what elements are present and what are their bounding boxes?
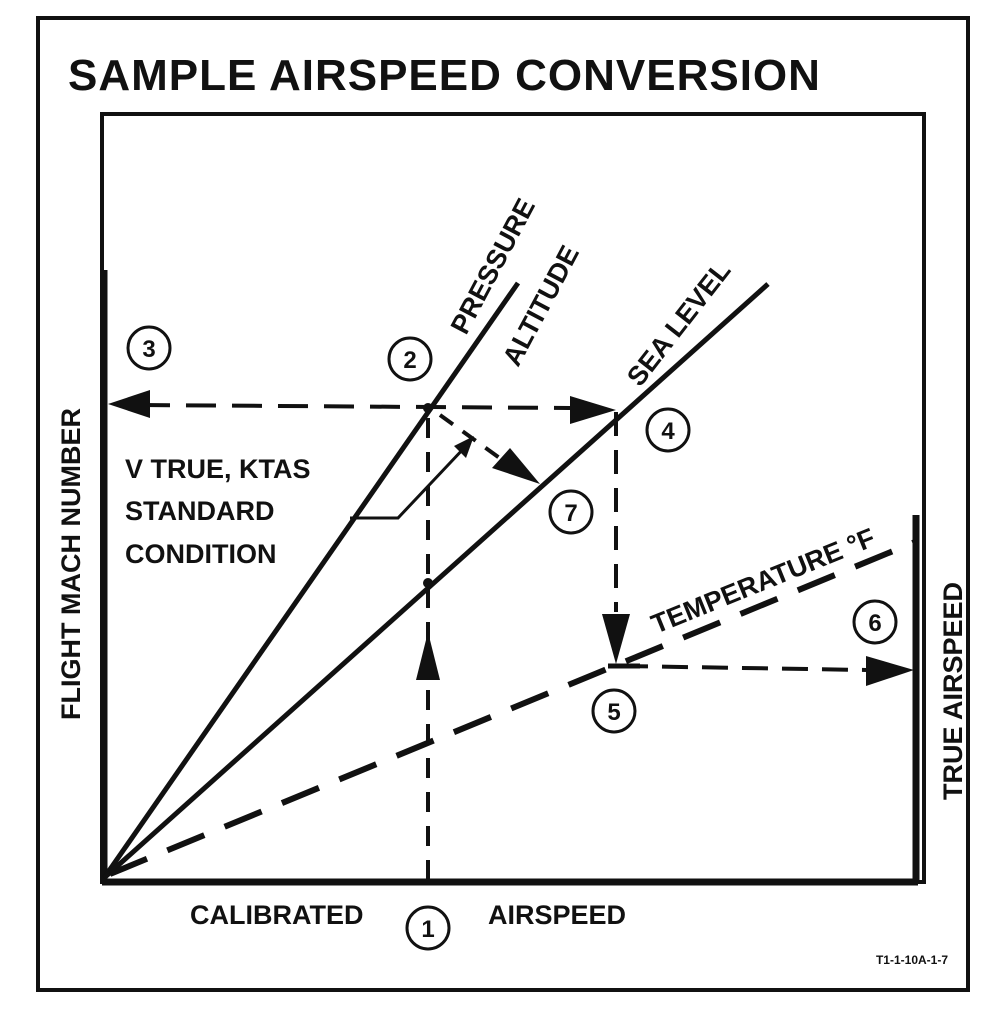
callout-line-1: V TRUE, KTAS [125,454,311,484]
step-marker-1: 1 [405,905,451,951]
arrow-left-mach [108,390,150,418]
sea-level-label: SEA LEVEL [621,256,736,392]
step-number-6: 6 [868,610,881,637]
arrow-right-sealevel [570,396,616,424]
figure-reference: T1-1-10A-1-7 [876,953,948,967]
step-marker-7: 7 [548,489,594,535]
temperature-label: TEMPERATURE °F [647,522,879,639]
callout-arrowhead [454,436,474,458]
callout-line-2: STANDARD [125,496,275,526]
sea-level-intersection [423,578,433,588]
outer-frame [36,16,970,992]
step-marker-4: 4 [645,407,691,453]
diagram-title: SAMPLE AIRSPEED CONVERSION [68,51,821,100]
arrow-right-tas [866,656,914,686]
mach-guide [139,403,571,410]
step-marker-3: 3 [126,325,172,371]
step-number-5: 5 [607,699,620,726]
step-number-3: 3 [142,336,155,363]
bottom-axis-label-left: CALIBRATED [190,900,363,930]
bottom-axis-label-right: AIRSPEED [488,900,626,930]
temperature-line [108,539,917,877]
arrow-up [416,632,440,680]
right-axis-label: TRUE AIRSPEED [938,582,968,800]
step-marker-6: 6 [852,599,898,645]
step-number-2: 2 [403,347,416,374]
callout-leader [350,444,468,520]
arrow-to-sealevel [492,448,540,484]
standard-tas-guide [438,413,514,469]
sea-level-line [102,282,770,880]
arrow-down [602,614,630,664]
left-axis-label: FLIGHT MACH NUMBER [56,408,86,720]
callout-line-3: CONDITION [125,539,277,569]
step-number-7: 7 [564,500,577,527]
step-number-1: 1 [421,916,434,943]
step-marker-5: 5 [591,688,637,734]
step-number-4: 4 [661,418,675,445]
pressure-altitude-line [101,281,521,880]
step-marker-2: 2 [387,336,433,382]
true-airspeed-guide [621,664,867,672]
